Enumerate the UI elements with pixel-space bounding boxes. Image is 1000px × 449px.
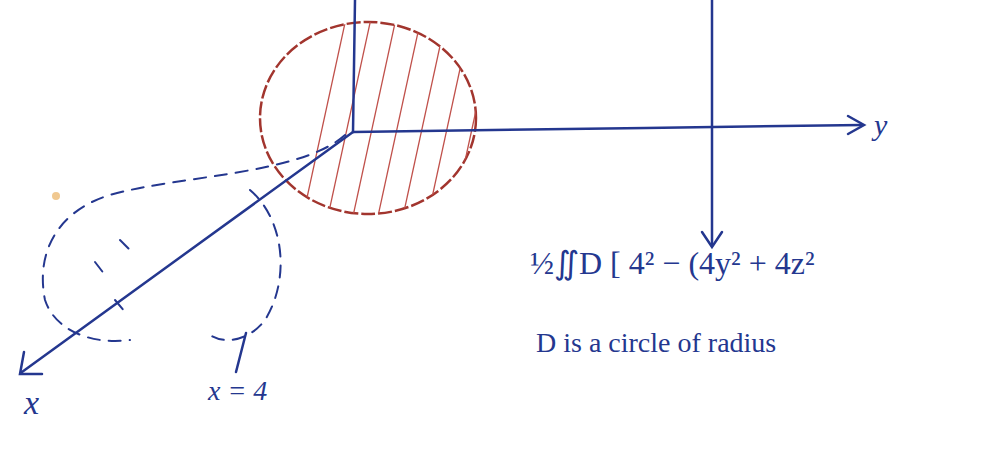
dashed-paraboloid xyxy=(43,135,345,341)
hatched-disk xyxy=(260,0,500,230)
axes xyxy=(20,0,864,374)
stray-dot xyxy=(52,192,60,200)
axis-label: y xyxy=(874,108,887,141)
note-text: D is a circle of radius xyxy=(536,328,776,359)
axis-label: x xyxy=(24,384,39,421)
dimension-label: x = 4 xyxy=(208,376,267,407)
formula-text: ½∬D [ 4² − (4y² + 4z² xyxy=(530,246,815,281)
